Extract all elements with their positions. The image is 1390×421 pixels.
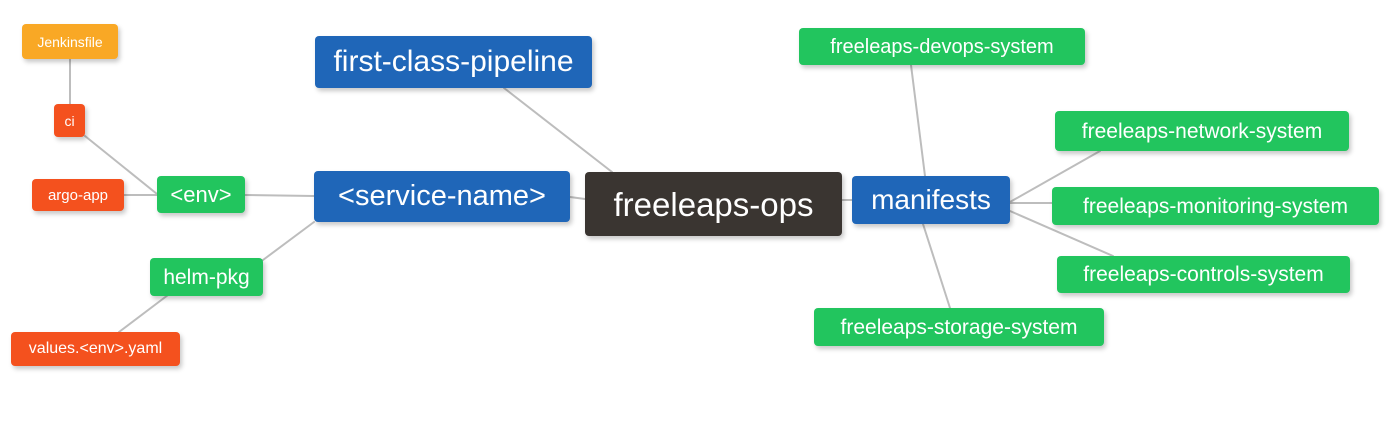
- node-freeleaps-ops[interactable]: freeleaps-ops: [585, 172, 842, 236]
- node-values-env-yaml[interactable]: values.<env>.yaml: [11, 332, 180, 366]
- node-label-freeleaps-ops: freeleaps-ops: [613, 185, 814, 223]
- node-label-env: <env>: [170, 181, 232, 207]
- node-freeleaps-storage-system[interactable]: freeleaps-storage-system: [814, 308, 1104, 346]
- node-freeleaps-monitoring-system[interactable]: freeleaps-monitoring-system: [1052, 187, 1379, 225]
- node-freeleaps-network-system[interactable]: freeleaps-network-system: [1055, 111, 1349, 151]
- node-service-name[interactable]: <service-name>: [314, 171, 570, 222]
- node-label-freeleaps-devops-system: freeleaps-devops-system: [830, 35, 1054, 58]
- node-label-helm-pkg: helm-pkg: [163, 265, 250, 289]
- edge-manifests-to-freeleaps-storage-system: [922, 223, 951, 309]
- node-label-freeleaps-network-system: freeleaps-network-system: [1081, 119, 1323, 143]
- node-env[interactable]: <env>: [157, 176, 245, 213]
- node-freeleaps-controls-system[interactable]: freeleaps-controls-system: [1057, 256, 1350, 293]
- node-label-first-class-pipeline: first-class-pipeline: [333, 45, 574, 78]
- node-first-class-pipeline[interactable]: first-class-pipeline: [315, 36, 592, 88]
- node-label-manifests: manifests: [871, 184, 991, 215]
- edge-service-name-to-freeleaps-ops: [569, 196, 586, 200]
- node-helm-pkg[interactable]: helm-pkg: [150, 258, 263, 296]
- node-label-freeleaps-monitoring-system: freeleaps-monitoring-system: [1083, 194, 1348, 218]
- node-manifests[interactable]: manifests: [852, 176, 1010, 224]
- node-jenkinsfile[interactable]: Jenkinsfile: [22, 24, 118, 59]
- node-label-argo-app: argo-app: [47, 186, 109, 204]
- node-label-ci: ci: [64, 112, 75, 129]
- edge-first-class-pipeline-to-freeleaps-ops: [503, 87, 613, 173]
- node-label-freeleaps-controls-system: freeleaps-controls-system: [1083, 263, 1324, 286]
- edge-helm-pkg-to-values-env-yaml: [118, 294, 169, 333]
- node-label-jenkinsfile: Jenkinsfile: [37, 33, 103, 50]
- node-freeleaps-devops-system[interactable]: freeleaps-devops-system: [799, 28, 1085, 65]
- edge-manifests-to-freeleaps-devops-system: [910, 64, 926, 177]
- node-label-values-env-yaml: values.<env>.yaml: [28, 340, 163, 357]
- edge-service-name-to-helm-pkg: [262, 221, 315, 261]
- edge-env-to-service-name: [244, 194, 315, 197]
- node-ci[interactable]: ci: [54, 104, 85, 137]
- node-label-freeleaps-storage-system: freeleaps-storage-system: [840, 315, 1078, 339]
- node-label-service-name: <service-name>: [338, 180, 546, 212]
- node-argo-app[interactable]: argo-app: [32, 179, 124, 211]
